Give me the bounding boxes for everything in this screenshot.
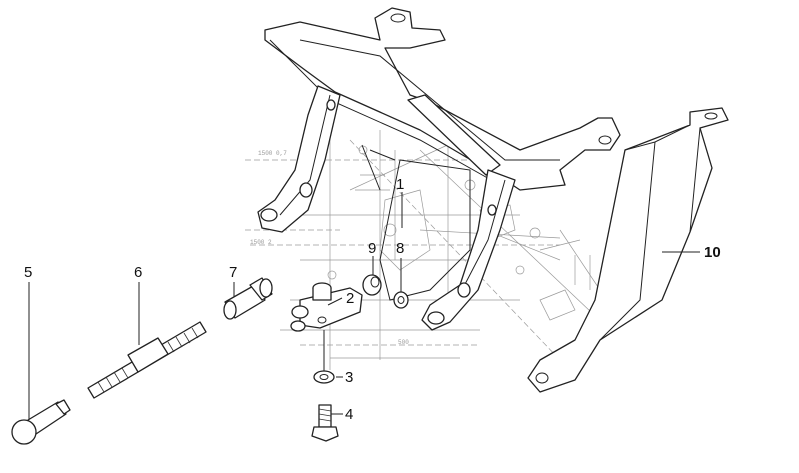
callout-8: 8: [396, 240, 404, 257]
callout-leaders: [28, 192, 700, 420]
part-6-threaded-rod: [87, 321, 207, 399]
background-annotation: 500: [398, 339, 409, 346]
callout-10: 10: [704, 244, 721, 261]
part-9-bushing: [362, 274, 382, 296]
callout-2: 2: [346, 290, 354, 307]
callout-labels: 1 2 3 4 5 6 7 8 9 10: [24, 176, 721, 423]
callout-1: 1: [396, 176, 404, 193]
part-7-sleeve: [223, 277, 273, 320]
part-5-ball-end: [11, 399, 71, 445]
callout-7: 7: [229, 264, 237, 281]
callout-5: 5: [24, 264, 32, 281]
callout-9: 9: [368, 240, 376, 257]
part-1-main-frame: [257, 7, 621, 331]
background-annotation: 1500 2: [250, 239, 272, 246]
part-4-bolt: [311, 404, 339, 442]
background-technical-drawing: 1500 0,7 1500 2 500: [245, 120, 611, 370]
part-2-lever: [290, 282, 363, 332]
callout-4: 4: [345, 406, 353, 423]
callout-6: 6: [134, 264, 142, 281]
background-annotation: 1500 0,7: [258, 150, 287, 157]
part-10-mounting-bracket: [527, 107, 729, 393]
part-8-washer: [393, 291, 409, 309]
callout-3: 3: [345, 369, 353, 386]
part-3-washer: [313, 370, 335, 384]
